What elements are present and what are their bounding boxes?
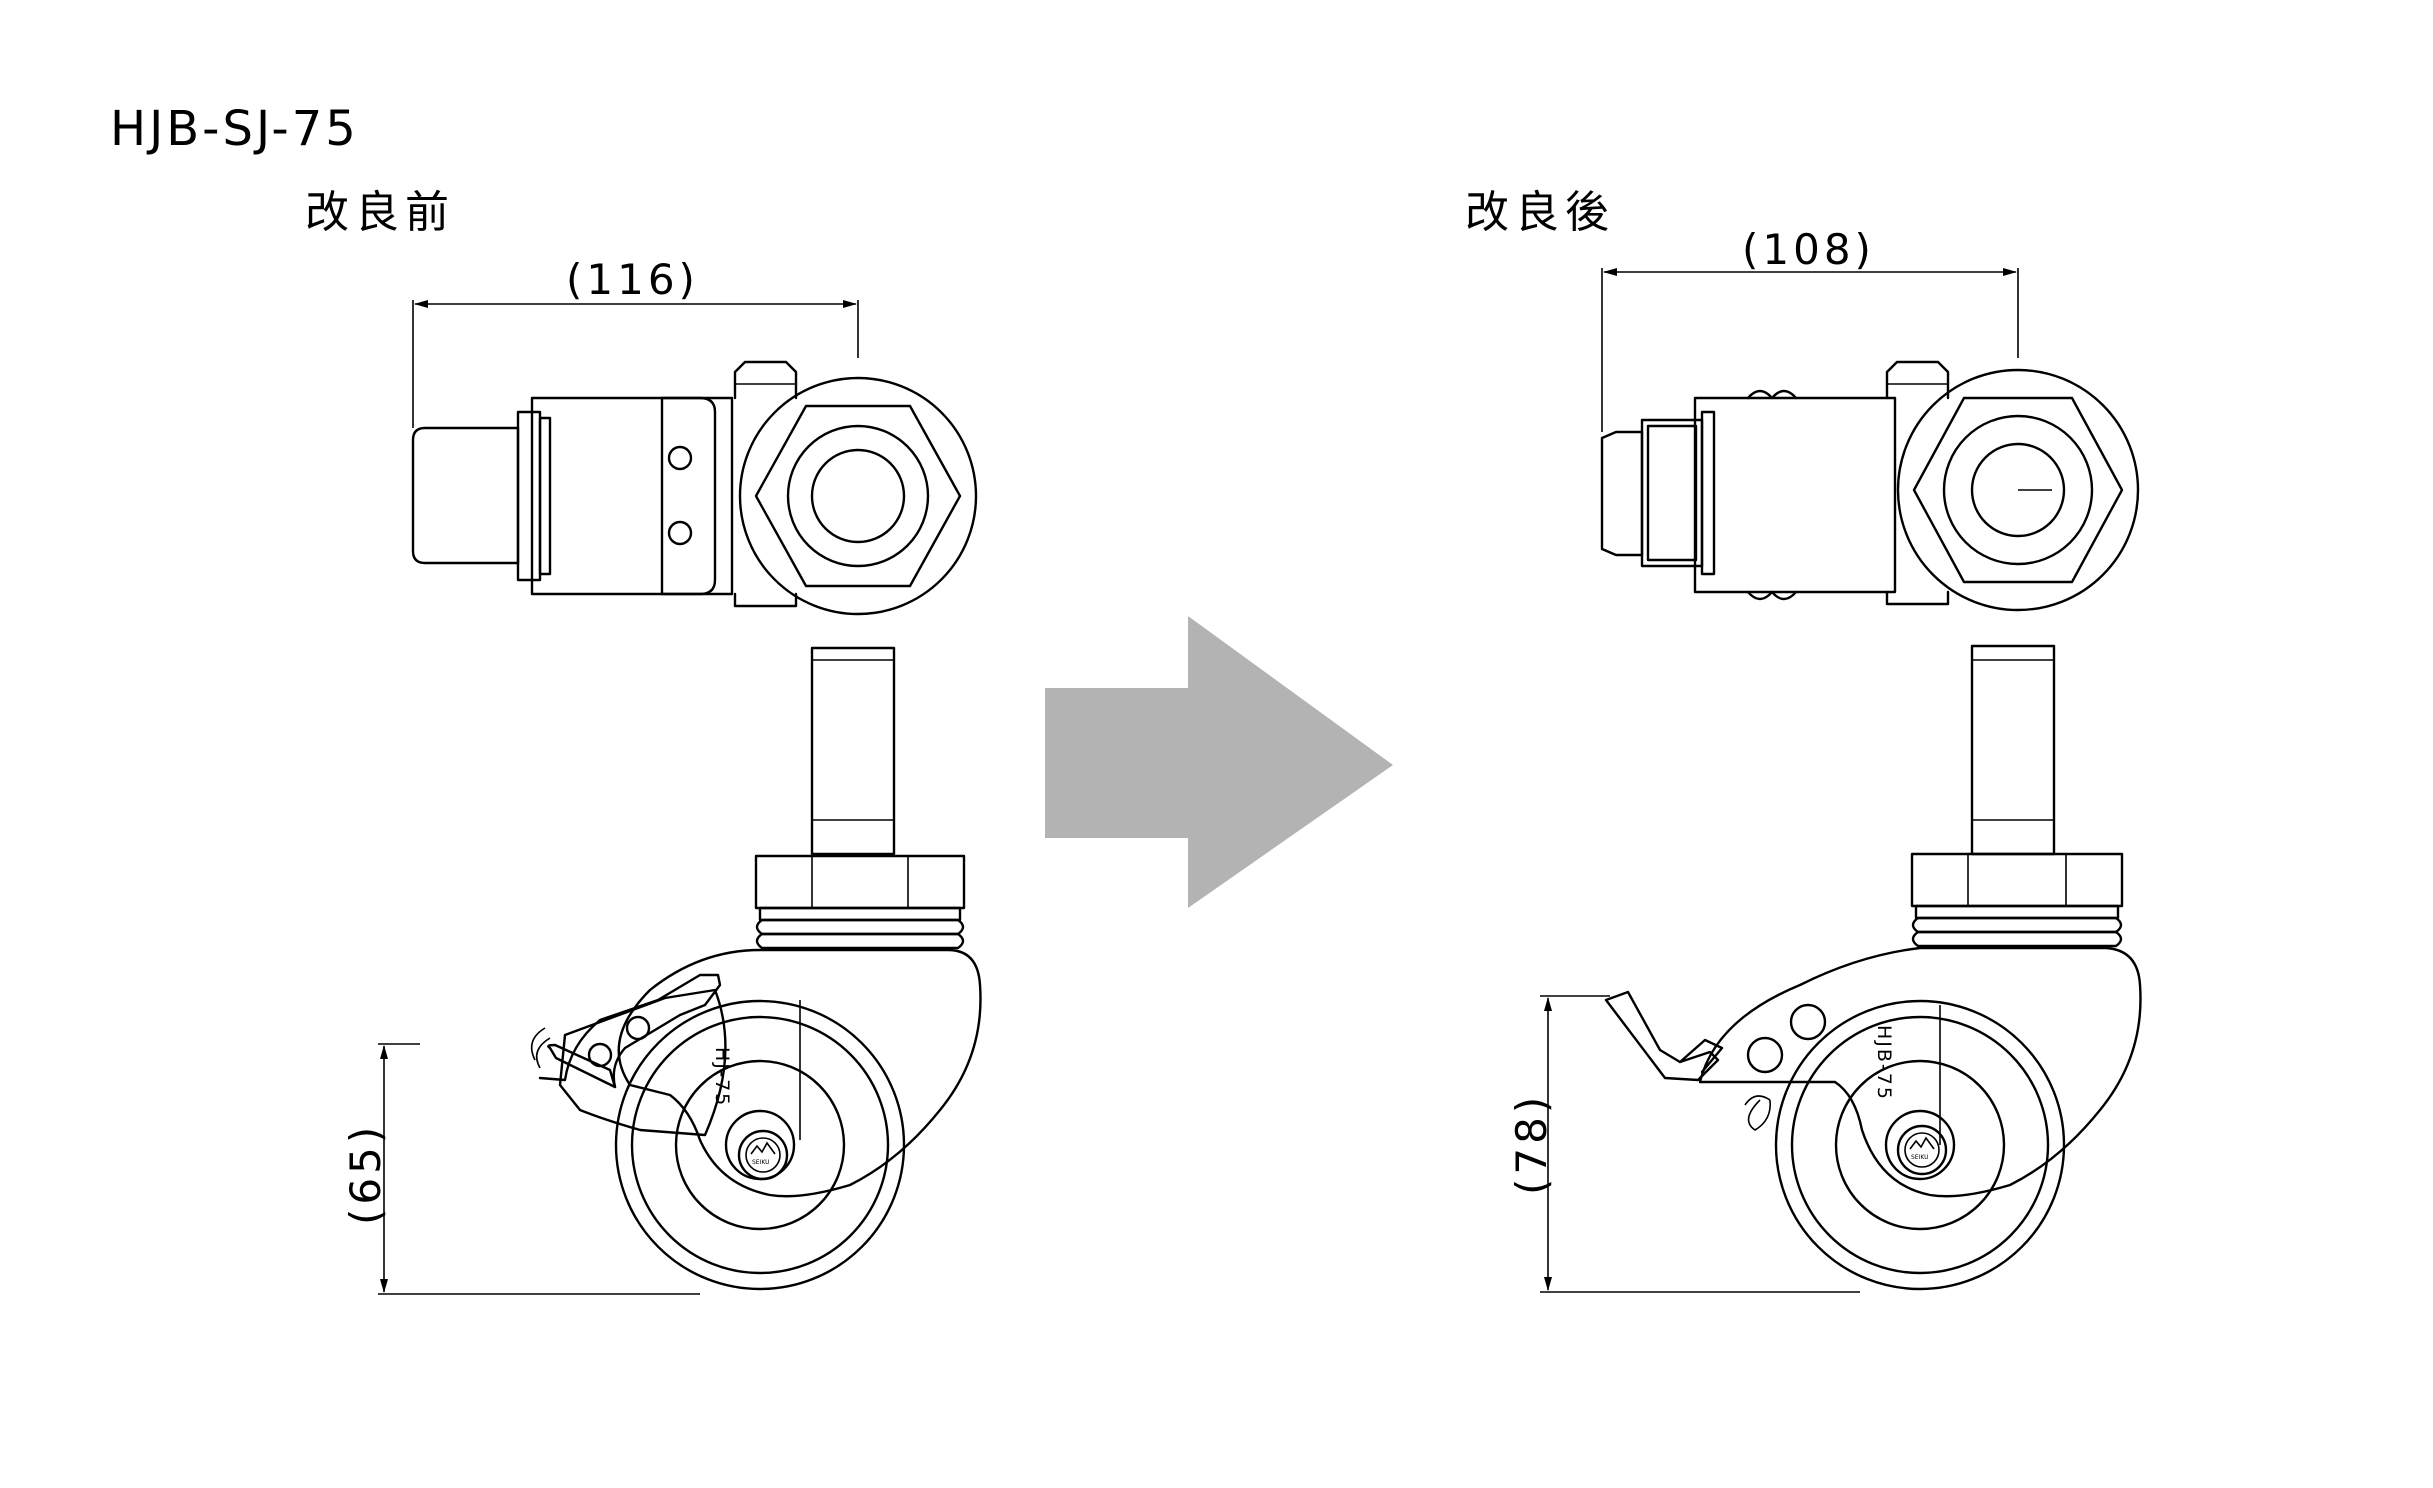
before-top-view: (116) <box>411 255 978 616</box>
after-top-view: (108) <box>1600 225 2140 612</box>
transition-arrow <box>1045 616 1393 908</box>
after-height-dimension: (78) <box>1507 1093 1556 1195</box>
before-logo: SEIKU <box>737 1129 789 1181</box>
after-heading: 改良後 <box>1465 187 1615 238</box>
before-heading: 改良前 <box>305 187 455 238</box>
after-width-dimension: (108) <box>1742 225 1875 274</box>
after-housing-label: HJB-75 <box>1873 1025 1895 1101</box>
before-width-dimension: (116) <box>566 255 699 304</box>
before-height-dimension: (65) <box>341 1123 390 1225</box>
model-number: HJB-SJ-75 <box>110 101 359 157</box>
before-logo-text: SEIKU <box>752 1159 770 1166</box>
after-logo: SEIKU <box>1896 1124 1948 1176</box>
after-logo-text: SEIKU <box>1911 1154 1929 1161</box>
after-side-view: HJB-75 SEIKU (78) <box>1507 644 2142 1293</box>
before-side-view: HJ-75 SEIKU (65) <box>341 646 982 1295</box>
